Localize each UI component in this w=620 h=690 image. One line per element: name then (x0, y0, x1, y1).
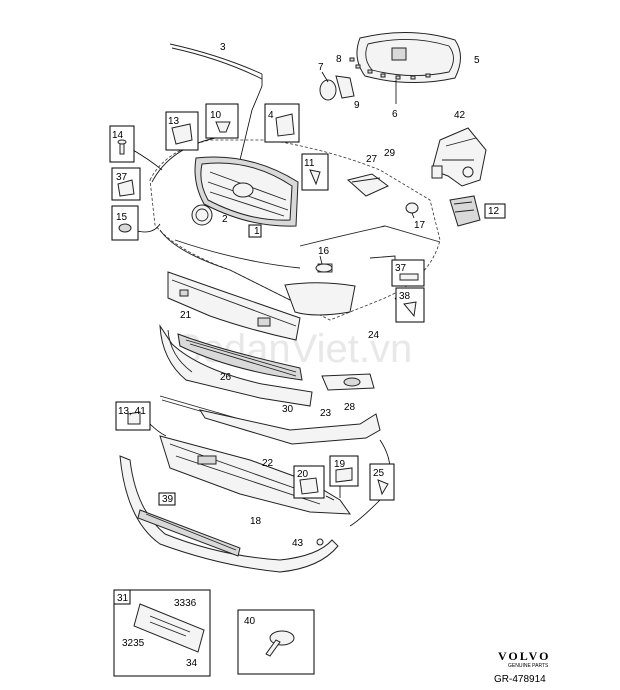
callout-5: 5 (474, 55, 480, 66)
part-30-lower-cover (159, 324, 313, 407)
box-37-left (111, 167, 141, 201)
callout-25: 25 (373, 468, 385, 479)
callout-31: 31 (117, 593, 129, 604)
callout-26: 26 (220, 372, 232, 383)
part-12-sensor (449, 195, 481, 227)
callout-38: 38 (399, 291, 411, 302)
part-39-skid-plate (119, 455, 339, 573)
callout-17: 17 (414, 220, 426, 231)
box-20 (293, 465, 325, 499)
box-25 (369, 463, 395, 501)
part-2-emblem (191, 204, 213, 226)
callout-13-41: 13, 41 (118, 406, 146, 417)
callout-19: 19 (334, 459, 346, 470)
callout-18: 18 (250, 516, 262, 527)
callout-1-box (248, 224, 262, 238)
callout-29: 29 (384, 148, 396, 159)
callout-10: 10 (210, 110, 222, 121)
box-38 (395, 287, 425, 323)
callout-6: 6 (392, 109, 398, 120)
part-28-fog-trim (321, 373, 375, 391)
callouts: 3 5 6 7 8 9 10 13 14 4 11 37 15 2 1 16 2… (112, 42, 506, 669)
box-4 (264, 103, 300, 143)
box-31-plate-bracket (113, 589, 211, 677)
part-1-bumper-cover (149, 137, 441, 321)
callout-21: 21 (180, 310, 192, 321)
brand-subtitle: GENUINE PARTS (508, 663, 549, 669)
callout-4: 4 (268, 110, 274, 121)
callout-3: 3 (220, 42, 226, 53)
callout-39-box (158, 492, 176, 506)
callout-8: 8 (336, 54, 342, 65)
part-21-reinforcement (167, 271, 301, 341)
callout-11: 11 (304, 158, 315, 169)
brand-logo-text: VOLVO (498, 649, 550, 663)
callout-3235: 3235 (122, 638, 145, 649)
box-11 (301, 153, 329, 191)
part-42-side-bracket (431, 127, 487, 187)
part-6-clips (349, 57, 431, 104)
brand-block: VOLVO GENUINE PARTS GR-478914 (494, 649, 550, 685)
reference-code: GR-478914 (494, 674, 546, 685)
callout-37-right: 37 (395, 263, 407, 274)
part-27-bracket (346, 173, 389, 197)
callout-42: 42 (454, 110, 466, 121)
part-16-cap (315, 255, 333, 273)
callout-34: 34 (186, 658, 198, 669)
callout-22: 22 (262, 458, 274, 469)
part-17-clip (405, 202, 419, 219)
callout-12-box (484, 203, 506, 219)
part-5-grille-frame (356, 32, 461, 83)
callout-2: 2 (222, 214, 228, 225)
part-23-lip (198, 409, 381, 445)
box-13-41 (115, 401, 151, 431)
part-43-nut (316, 538, 324, 546)
box-13 (165, 111, 199, 151)
callout-7: 7 (318, 62, 324, 73)
callout-39: 39 (162, 494, 174, 505)
callout-1: 1 (254, 226, 260, 237)
part-7-emblem (319, 71, 355, 101)
box-15 (111, 205, 139, 241)
callout-14: 14 (112, 130, 124, 141)
box-37-right (391, 259, 425, 287)
callout-43: 43 (292, 538, 304, 549)
part-26-lower-grille (177, 333, 303, 381)
part-3-trim-strip (169, 43, 263, 161)
box-40-screw (237, 609, 315, 675)
box-14 (109, 125, 135, 163)
box-19 (329, 455, 359, 487)
callout-20: 20 (297, 469, 309, 480)
callout-40: 40 (244, 616, 256, 627)
callout-12: 12 (488, 206, 500, 217)
callout-23: 23 (320, 408, 332, 419)
callout-9: 9 (354, 100, 360, 111)
callout-24: 24 (368, 330, 380, 341)
callout-27: 27 (366, 154, 378, 165)
callout-16: 16 (318, 246, 330, 257)
box-10 (205, 103, 239, 139)
callout-3336: 3336 (174, 598, 197, 609)
callout-37-left: 37 (116, 172, 128, 183)
callout-15: 15 (116, 212, 128, 223)
main-grille (194, 156, 299, 227)
callout-13: 13 (168, 116, 180, 127)
callout-28: 28 (344, 402, 356, 413)
callout-30: 30 (282, 404, 294, 415)
